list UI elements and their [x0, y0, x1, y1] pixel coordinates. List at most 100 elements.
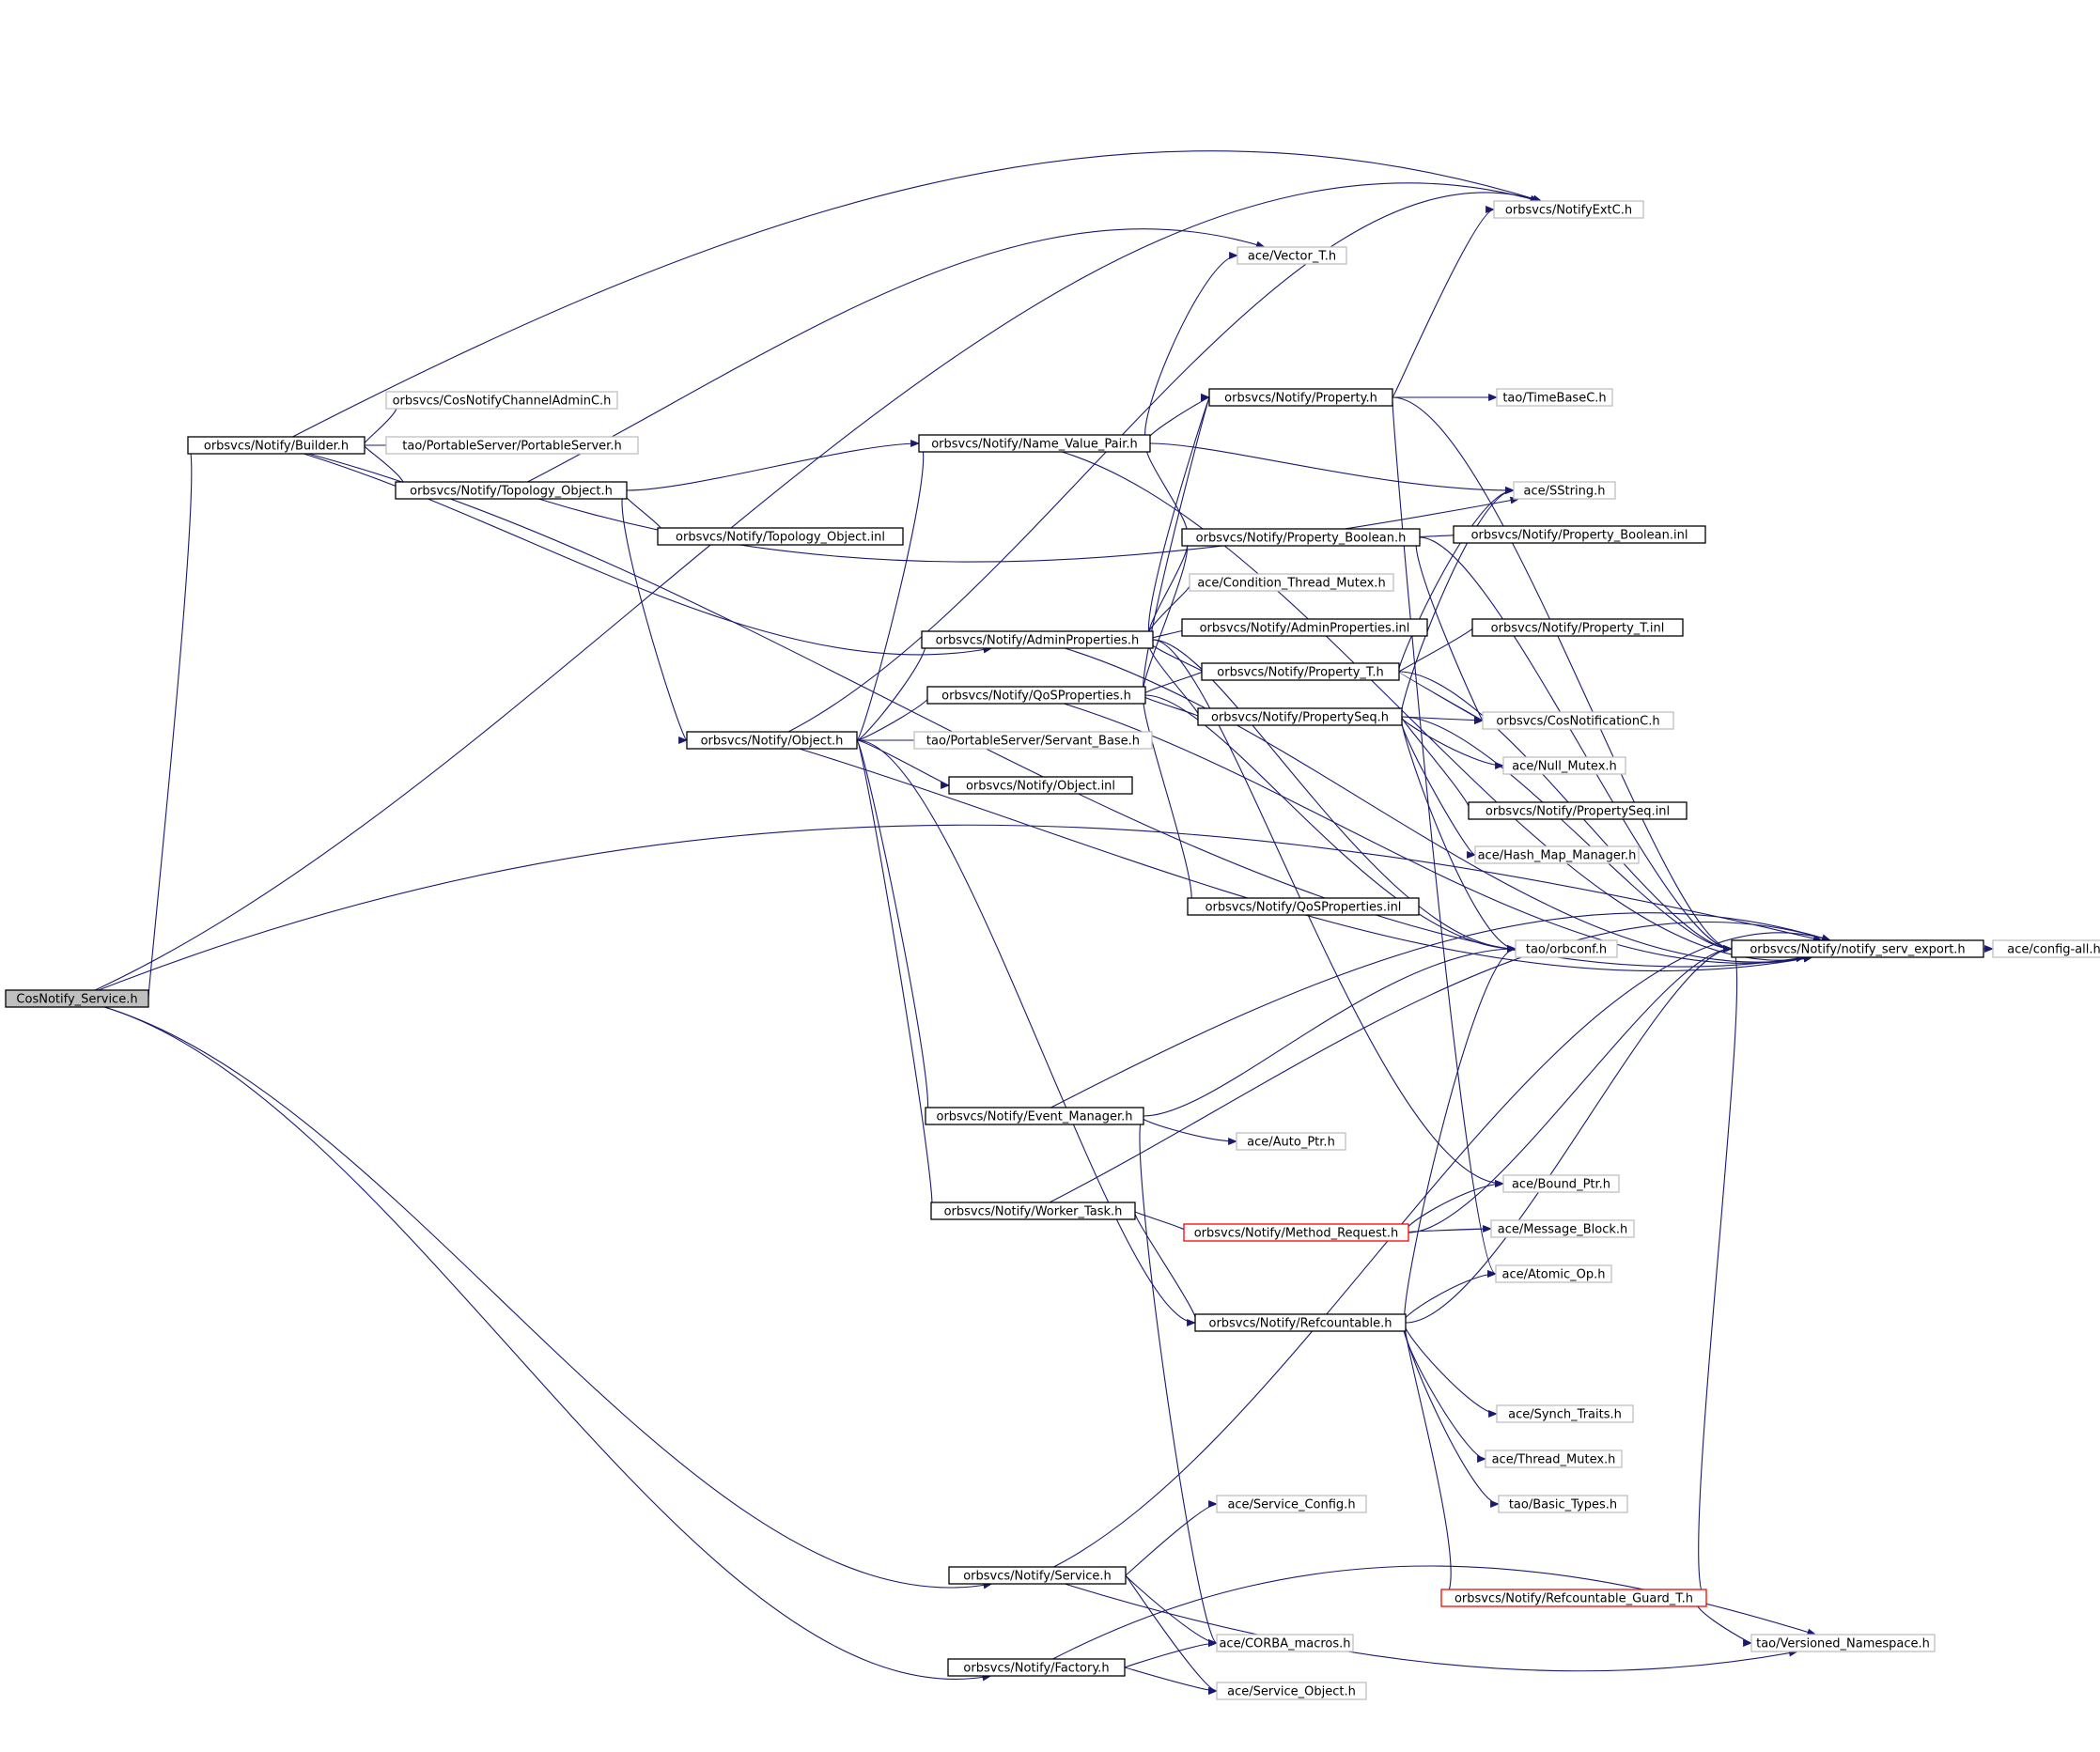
node-refcountable-guard-t[interactable]: orbsvcs/Notify/Refcountable_Guard_T.h: [1440, 1589, 1707, 1607]
node-property-boolean-inl[interactable]: orbsvcs/Notify/Property_Boolean.inl: [1453, 525, 1706, 544]
node-box: [1197, 707, 1403, 726]
node-builder[interactable]: orbsvcs/Notify/Builder.h: [187, 436, 366, 455]
edge-factory-to-service_object: [1124, 1667, 1218, 1695]
node-label: orbsvcs/Notify/Event_Manager.h: [936, 1110, 1132, 1124]
node-orbconf[interactable]: tao/orbconf.h: [1515, 939, 1618, 958]
edge-property_t-to-sstring: [1398, 487, 1515, 673]
node-topology-object[interactable]: orbsvcs/Notify/Topology_Object.h: [395, 481, 628, 500]
edge-object-to-name_value_pair: [856, 440, 927, 741]
node-synch-traits[interactable]: ace/Synch_Traits.h: [1496, 1404, 1634, 1423]
node-label: orbsvcs/Notify/Refcountable.h: [1208, 1317, 1392, 1331]
node-worker-task[interactable]: orbsvcs/Notify/Worker_Task.h: [930, 1202, 1136, 1220]
edge-object-to-notify_serv_export: [799, 748, 1813, 972]
node-label: ace/Null_Mutex.h: [1512, 760, 1617, 774]
node-label: ace/Bound_Ptr.h: [1512, 1178, 1610, 1192]
node-box: [1490, 1219, 1635, 1238]
edge-topology_object-to-object: [621, 489, 688, 744]
node-hash-map-manager[interactable]: ace/Hash_Map_Manager.h: [1474, 845, 1640, 864]
node-label: ace/Vector_T.h: [1248, 250, 1336, 264]
node-box: [1187, 897, 1420, 916]
node-property-boolean[interactable]: orbsvcs/Notify/Property_Boolean.h: [1181, 528, 1421, 547]
node-topology-object-inl[interactable]: orbsvcs/Notify/Topology_Object.inl: [657, 527, 904, 546]
edge-builder-to-notifyextc: [292, 150, 1543, 438]
node-box: [926, 686, 1146, 705]
node-timebasec[interactable]: tao/TimeBaseC.h: [1496, 388, 1613, 407]
node-condition-thread-mutex[interactable]: ace/Condition_Thread_Mutex.h: [1189, 573, 1394, 592]
node-box: [1493, 200, 1644, 219]
node-portableserver[interactable]: tao/PortableServer/PortableServer.h: [385, 436, 639, 455]
edge-topology_object-to-vector_t: [527, 228, 1266, 483]
node-versioned-namespace[interactable]: tao/Versioned_Namespace.h: [1750, 1634, 1936, 1652]
node-atomic-op[interactable]: ace/Atomic_Op.h: [1495, 1264, 1612, 1283]
node-box: [1194, 1313, 1407, 1332]
node-message-block[interactable]: ace/Message_Block.h: [1490, 1219, 1635, 1238]
edge-refcountable-to-notify_serv_export: [1405, 945, 1733, 1324]
node-cosnotificationc[interactable]: orbsvcs/CosNotificationC.h: [1482, 711, 1674, 730]
node-label: orbsvcs/Notify/Name_Value_Pair.h: [931, 438, 1138, 452]
node-box: [1237, 246, 1347, 265]
node-event-manager[interactable]: orbsvcs/Notify/Event_Manager.h: [925, 1107, 1144, 1125]
edge-event_manager-to-notify_serv_export: [1050, 912, 1831, 1109]
node-label: ace/Condition_Thread_Mutex.h: [1197, 577, 1385, 591]
node-box: [1216, 1682, 1367, 1700]
node-bound-ptr[interactable]: ace/Bound_Ptr.h: [1502, 1174, 1620, 1193]
node-qosproperties[interactable]: orbsvcs/Notify/QoSProperties.h: [926, 686, 1146, 705]
node-corba-macros[interactable]: ace/CORBA_macros.h: [1216, 1634, 1354, 1652]
node-box: [947, 1658, 1126, 1677]
node-object-inl[interactable]: orbsvcs/Notify/Object.inl: [948, 776, 1133, 795]
node-label: orbsvcs/Notify/PropertySeq.inl: [1486, 805, 1670, 819]
node-propertyseq-inl[interactable]: orbsvcs/Notify/PropertySeq.inl: [1468, 801, 1688, 820]
node-method-request[interactable]: orbsvcs/Notify/Method_Request.h: [1183, 1223, 1409, 1242]
node-box: [1440, 1589, 1707, 1607]
node-servant-base[interactable]: tao/PortableServer/Servant_Base.h: [913, 731, 1153, 750]
node-label: ace/Service_Config.h: [1227, 1498, 1355, 1512]
node-notifyextc[interactable]: orbsvcs/NotifyExtC.h: [1493, 200, 1644, 219]
node-cosnotify-service[interactable]: CosNotify_Service.h: [5, 989, 149, 1008]
node-adminproperties[interactable]: orbsvcs/Notify/AdminProperties.h: [921, 630, 1154, 649]
node-box: [385, 391, 618, 410]
node-box: [948, 1566, 1127, 1585]
node-basic-types[interactable]: tao/Basic_Types.h: [1498, 1495, 1628, 1513]
node-factory[interactable]: orbsvcs/Notify/Factory.h: [947, 1658, 1126, 1677]
node-service-config[interactable]: ace/Service_Config.h: [1216, 1495, 1367, 1513]
edge-object-to-object_inl: [856, 739, 950, 789]
node-adminproperties-inl[interactable]: orbsvcs/Notify/AdminProperties.inl: [1181, 618, 1428, 637]
node-label: orbsvcs/Notify/AdminProperties.h: [936, 634, 1140, 648]
node-sstring[interactable]: ace/SString.h: [1513, 481, 1616, 500]
edge-cosnotify_service-to-service: [104, 1006, 993, 1589]
node-vector-t[interactable]: ace/Vector_T.h: [1237, 246, 1347, 265]
edge-worker_task-to-method_request: [1133, 1210, 1192, 1236]
edge-name_value_pair-to-vector_t: [1144, 252, 1238, 444]
edge-cosnotify_service-to-factory: [104, 1006, 992, 1682]
node-label: tao/orbconf.h: [1526, 943, 1607, 957]
node-auto-ptr[interactable]: ace/Auto_Ptr.h: [1236, 1132, 1346, 1151]
edge-propertyseq-to-hash_map_manager: [1400, 716, 1476, 859]
node-label: orbsvcs/CosNotifyChannelAdminC.h: [393, 395, 612, 409]
node-refcountable[interactable]: orbsvcs/Notify/Refcountable.h: [1194, 1313, 1407, 1332]
node-property[interactable]: orbsvcs/Notify/Property.h: [1208, 388, 1393, 407]
node-object[interactable]: orbsvcs/Notify/Object.h: [686, 731, 858, 750]
node-qosproperties-inl[interactable]: orbsvcs/Notify/QoSProperties.inl: [1187, 897, 1420, 916]
edge-name_value_pair-to-property: [1145, 394, 1210, 444]
edge-cosnotify_service-to-builder: [148, 442, 197, 1000]
node-name-value-pair[interactable]: orbsvcs/Notify/Name_Value_Pair.h: [918, 434, 1151, 453]
node-config-all[interactable]: ace/config-all.h: [1992, 939, 2100, 958]
node-service[interactable]: orbsvcs/Notify/Service.h: [948, 1566, 1127, 1585]
node-box: [1181, 618, 1428, 637]
node-label: orbsvcs/Notify/Property.h: [1224, 392, 1377, 406]
node-box: [1992, 939, 2100, 958]
node-property-t[interactable]: orbsvcs/Notify/Property_T.h: [1201, 662, 1400, 681]
node-box: [1208, 388, 1393, 407]
node-null-mutex[interactable]: ace/Null_Mutex.h: [1502, 756, 1626, 775]
node-notify-serv-export[interactable]: orbsvcs/Notify/notify_serv_export.h: [1731, 939, 1984, 958]
node-thread-mutex[interactable]: ace/Thread_Mutex.h: [1485, 1450, 1623, 1468]
node-propertyseq[interactable]: orbsvcs/Notify/PropertySeq.h: [1197, 707, 1403, 726]
node-property-t-inl[interactable]: orbsvcs/Notify/Property_T.inl: [1471, 618, 1684, 637]
node-box: [918, 434, 1151, 453]
node-label: ace/CORBA_macros.h: [1219, 1637, 1350, 1651]
node-service-object[interactable]: ace/Service_Object.h: [1216, 1682, 1367, 1700]
node-label: orbsvcs/NotifyExtC.h: [1505, 204, 1632, 218]
node-box: [1183, 1223, 1409, 1242]
node-cosnotifychanneladminc[interactable]: orbsvcs/CosNotifyChannelAdminC.h: [385, 391, 618, 410]
